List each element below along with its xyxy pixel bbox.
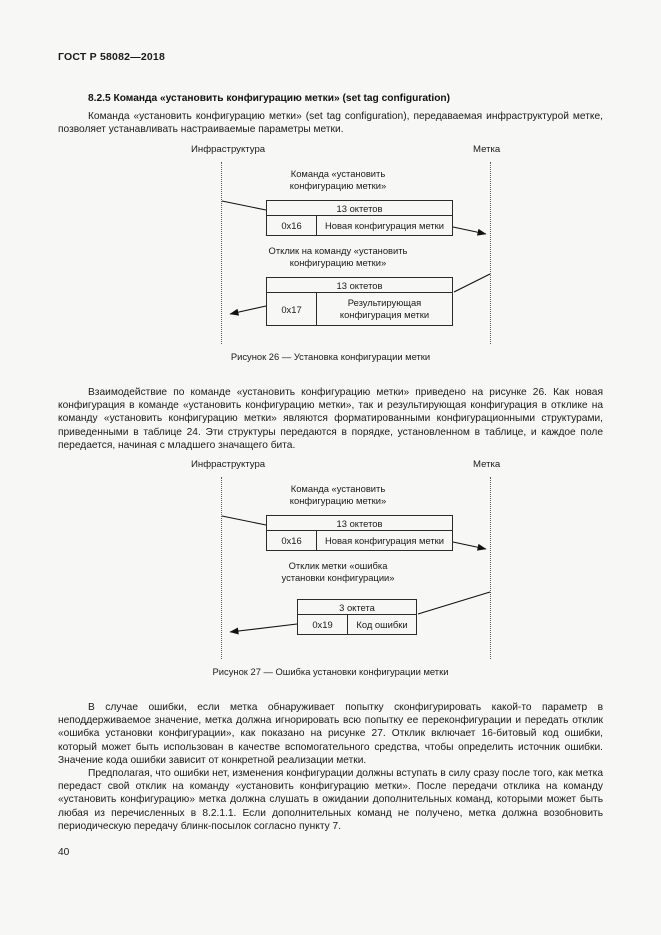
figure-27-message-2-label-line-1: Отклик метки «ошибка bbox=[288, 560, 388, 571]
figure-27-pdu-2-opcode: 0x19 bbox=[298, 615, 348, 634]
figure-26-diagram: Инфраструктура Метка Команда «установить… bbox=[58, 144, 603, 344]
figure-27-message-1-label-line-2: конфигурацию метки» bbox=[289, 494, 387, 506]
figure-27-pdu-1-fields: 0x16 Новая конфигурация метки bbox=[267, 531, 452, 550]
paragraph-block-2: В случае ошибки, если метка обнаруживает… bbox=[58, 701, 603, 833]
figure-26-message-1-label: Команда «установить конфигурацию метки» bbox=[208, 168, 468, 191]
figure-26-lifeline-right bbox=[490, 162, 491, 344]
figure-26-pdu-2: 13 октетов 0x17 Результирующая конфигура… bbox=[266, 277, 453, 326]
figure-27-pdu-2-fields: 0x19 Код ошибки bbox=[298, 615, 416, 634]
figure-26-pdu-2-opcode: 0x17 bbox=[267, 293, 317, 325]
figure-26-pdu-1-payload: Новая конфигурация метки bbox=[325, 219, 444, 231]
figure-27-caption: Рисунок 27 — Ошибка установки конфигурац… bbox=[212, 666, 449, 677]
paragraph-block-1: Взаимодействие по команде «установить ко… bbox=[58, 386, 603, 452]
figure-27-pdu-2-payload: Код ошибки bbox=[356, 618, 408, 630]
figure-26-message-1-label-line-1: Команда «установить bbox=[290, 168, 386, 179]
paragraph-after-figure-27-second: Предполагая, что ошибки нет, изменения к… bbox=[58, 768, 603, 832]
figure-26-message-1-label-line-2: конфигурацию метки» bbox=[289, 179, 387, 191]
figure-26-lifeline-left bbox=[221, 162, 222, 344]
figure-27-message-1-label-line-1: Команда «установить bbox=[290, 483, 386, 494]
paragraph-after-figure-27-first: В случае ошибки, если метка обнаруживает… bbox=[58, 702, 603, 766]
figure-27-actor-label-right: Метка bbox=[473, 459, 501, 470]
page-number: 40 bbox=[58, 847, 70, 858]
figure-26-pdu-1-fields: 0x16 Новая конфигурация метки bbox=[267, 216, 452, 235]
figure-26-actor-label-left: Инфраструктура bbox=[191, 144, 266, 155]
figure-27: Инфраструктура Метка Команда «установить… bbox=[58, 459, 603, 677]
clause-intro-paragraph: Команда «установить конфигурацию метки» … bbox=[58, 111, 603, 136]
figure-27-lifeline-left bbox=[221, 477, 222, 659]
figure-26-pdu-2-payload: Результирующая конфигурация метки bbox=[317, 293, 452, 325]
figure-27-lifeline-right bbox=[490, 477, 491, 659]
figure-27-diagram: Инфраструктура Метка Команда «установить… bbox=[58, 459, 603, 659]
figure-27-pdu-1-length: 13 октетов bbox=[267, 516, 452, 531]
figure-27-actor-label-left: Инфраструктура bbox=[191, 459, 266, 470]
figure-27-pdu-2: 3 октета 0x19 Код ошибки bbox=[297, 599, 417, 635]
figure-26: Инфраструктура Метка Команда «установить… bbox=[58, 144, 603, 362]
figure-26-pdu-2-length: 13 октетов bbox=[267, 278, 452, 293]
figure-27-message-2-label-line-2: установки конфигурации» bbox=[281, 571, 395, 583]
figure-27-pdu-2-length: 3 октета bbox=[298, 600, 416, 615]
figure-26-pdu-1-length: 13 октетов bbox=[267, 201, 452, 216]
figure-26-actor-label-right: Метка bbox=[473, 144, 501, 155]
figure-26-message-2-label-line-2: конфигурацию метки» bbox=[289, 256, 387, 268]
figure-26-pdu-1: 13 октетов 0x16 Новая конфигурация метки bbox=[266, 200, 453, 236]
running-head: ГОСТ Р 58082—2018 bbox=[58, 51, 166, 63]
figure-26-pdu-2-fields: 0x17 Результирующая конфигурация метки bbox=[267, 293, 452, 325]
figure-26-pdu-1-opcode: 0x16 bbox=[267, 216, 317, 235]
clause-heading: 8.2.5 Команда «установить конфигурацию м… bbox=[88, 93, 451, 104]
figure-27-pdu-1-opcode: 0x16 bbox=[267, 531, 317, 550]
figure-26-pdu-2-payload-line-1: Результирующая bbox=[347, 297, 422, 309]
figure-27-message-1-label: Команда «установить конфигурацию метки» bbox=[208, 483, 468, 506]
figure-27-pdu-1-payload: Новая конфигурация метки bbox=[325, 534, 444, 546]
figure-27-pdu-1: 13 октетов 0x16 Новая конфигурация метки bbox=[266, 515, 453, 551]
clause-block: 8.2.5 Команда «установить конфигурацию м… bbox=[58, 92, 603, 136]
figure-26-message-2-label-line-1: Отклик на команду «установить bbox=[268, 245, 408, 256]
figure-26-message-2-label: Отклик на команду «установить конфигурац… bbox=[208, 245, 468, 268]
paragraph-after-figure-26: Взаимодействие по команде «установить ко… bbox=[58, 387, 603, 451]
figure-26-pdu-2-payload-line-2: конфигурация метки bbox=[339, 309, 430, 320]
figure-26-caption: Рисунок 26 — Установка конфигурации метк… bbox=[230, 351, 431, 362]
figure-27-message-2-label: Отклик метки «ошибка установки конфигура… bbox=[208, 560, 468, 583]
